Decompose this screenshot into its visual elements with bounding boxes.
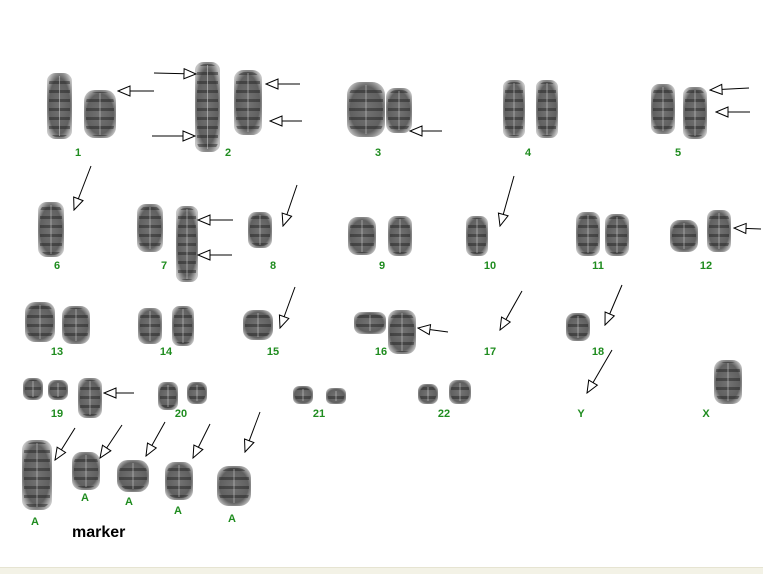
chromosome	[23, 378, 43, 400]
chromosome-label-6: 6	[53, 260, 61, 272]
chromosome-label-4: 4	[524, 147, 532, 159]
arrow-annotation	[500, 290, 523, 330]
chromosome-label-5: 5	[674, 147, 682, 159]
chromosome	[84, 90, 116, 138]
arrow-annotation	[283, 184, 298, 226]
chromosome	[707, 210, 731, 252]
chromosome	[418, 384, 438, 404]
chromosome	[683, 87, 707, 139]
chromosome	[25, 302, 55, 342]
chromosome	[138, 308, 162, 344]
arrow-annotation	[55, 427, 76, 460]
chromosome	[47, 73, 72, 139]
chromosome	[348, 217, 376, 255]
arrow-annotation	[500, 175, 515, 226]
chromosome-label-2: 2	[224, 147, 232, 159]
chromosome	[651, 84, 675, 134]
arrow-annotation	[74, 165, 92, 210]
chromosome	[449, 380, 471, 404]
chromosome	[386, 88, 412, 133]
chromosome	[217, 466, 251, 506]
chromosome	[176, 206, 198, 282]
chromosome-label-22: 22	[437, 408, 451, 420]
chromosome-label-19: 19	[50, 408, 64, 420]
chromosome	[388, 310, 416, 354]
chromosome	[72, 452, 100, 490]
chromosome-label-21: 21	[312, 408, 326, 420]
chromosome-label-3: 3	[374, 147, 382, 159]
marker-caption: marker	[72, 524, 126, 541]
chromosome	[158, 382, 178, 410]
arrow-annotation	[734, 228, 762, 229]
chromosome-label-1: 1	[74, 147, 82, 159]
chromosome	[78, 378, 102, 418]
chromosome	[388, 216, 412, 256]
chromosome-label-20: 20	[174, 408, 188, 420]
chromosome	[48, 380, 68, 400]
arrow-annotation	[100, 424, 123, 458]
chromosome	[670, 220, 698, 252]
chromosome	[503, 80, 525, 138]
footer-strip	[0, 567, 763, 574]
arrow-annotation	[280, 286, 296, 328]
arrow-annotation	[587, 349, 613, 393]
chromosome	[195, 62, 220, 152]
chromosome-label-12: 12	[699, 260, 713, 272]
chromosome	[466, 216, 488, 256]
chromosome	[347, 82, 385, 137]
chromosome	[293, 386, 313, 404]
chromosome	[243, 310, 273, 340]
arrow-annotation	[418, 328, 449, 332]
chromosome	[137, 204, 163, 252]
chromosome	[117, 460, 149, 492]
chromosome-label-18: 18	[591, 346, 605, 358]
chromosome	[234, 70, 262, 135]
chromosome-label-9: 9	[378, 260, 386, 272]
chromosome-label-10: 10	[483, 260, 497, 272]
chromosome	[172, 306, 194, 346]
arrow-annotation	[193, 423, 211, 458]
chromosome	[22, 440, 52, 510]
chromosome-label-14: 14	[159, 346, 173, 358]
chromosome	[165, 462, 193, 500]
arrow-annotation	[245, 411, 261, 452]
marker-label-a: A	[125, 496, 133, 508]
chromosome	[187, 382, 207, 404]
chromosome-label-13: 13	[50, 346, 64, 358]
chromosome	[536, 80, 558, 138]
chromosome	[605, 214, 629, 256]
arrow-annotation	[605, 284, 623, 325]
chromosome	[326, 388, 346, 404]
chromosome	[248, 212, 272, 248]
marker-label-a: A	[31, 516, 39, 528]
chromosome-label-y: Y	[577, 408, 585, 420]
marker-label-a: A	[228, 513, 236, 525]
chromosome	[714, 360, 742, 404]
chromosome-label-7: 7	[160, 260, 168, 272]
chromosome-label-11: 11	[592, 260, 604, 272]
marker-label-a: A	[174, 505, 182, 517]
chromosome	[38, 202, 64, 257]
chromosome-label-15: 15	[266, 346, 280, 358]
marker-label-a: A	[81, 492, 89, 504]
arrow-annotation	[146, 421, 166, 456]
chromosome	[576, 212, 600, 256]
chromosome	[566, 313, 590, 341]
chromosome-label-x: X	[702, 408, 710, 420]
chromosome	[354, 312, 386, 334]
chromosome-label-16: 16	[374, 346, 388, 358]
chromosome	[62, 306, 90, 344]
chromosome-label-8: 8	[269, 260, 277, 272]
arrow-annotation	[710, 88, 750, 90]
arrow-annotation	[153, 73, 196, 74]
chromosome-label-17: 17	[483, 346, 497, 358]
